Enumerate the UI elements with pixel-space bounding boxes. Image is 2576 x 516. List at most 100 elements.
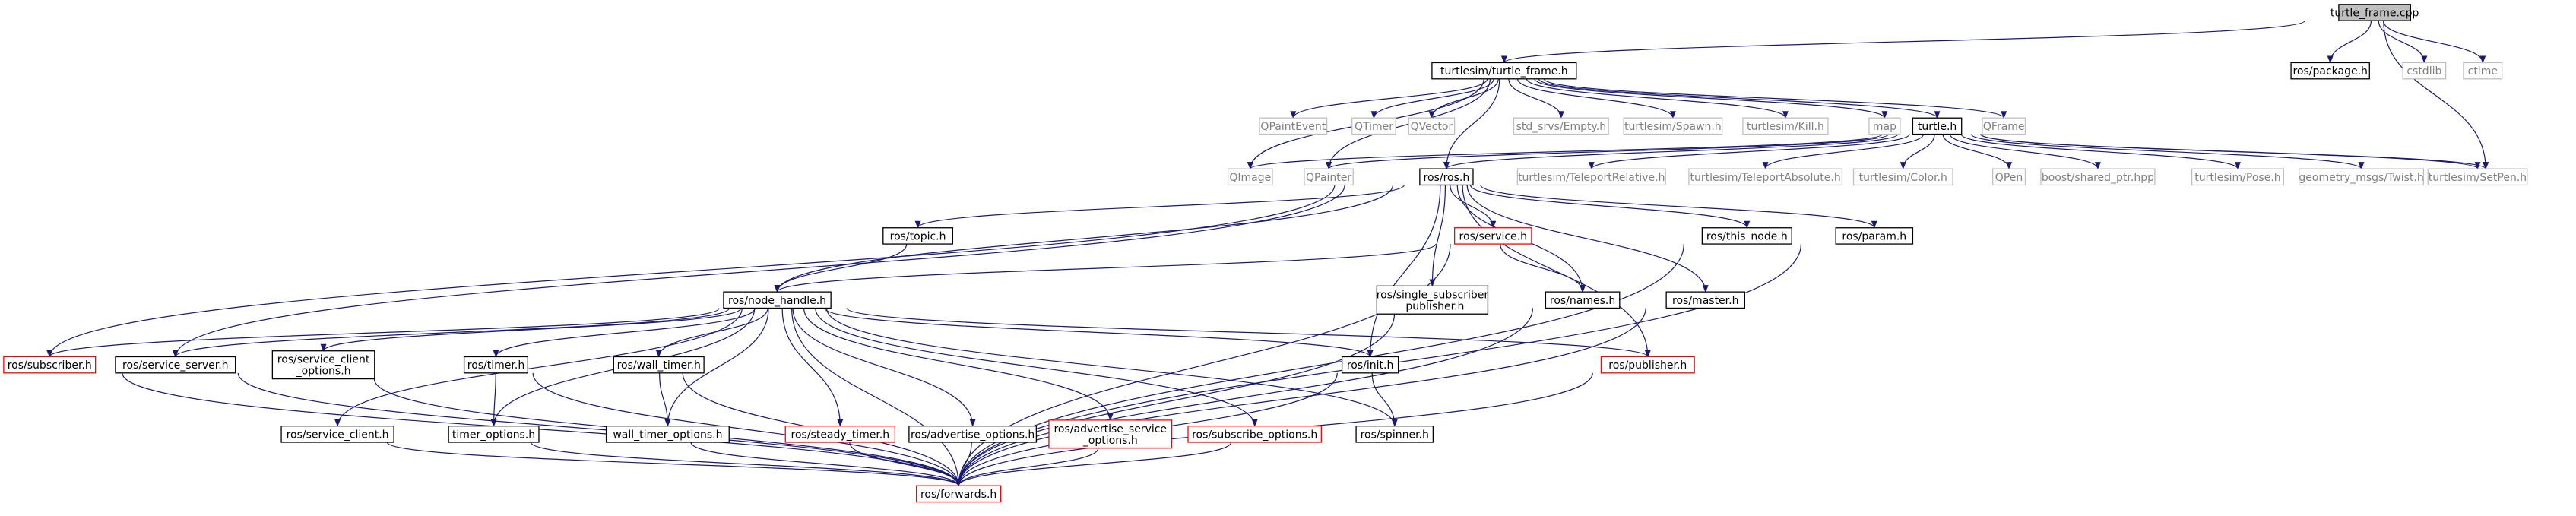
edge-turtle-frame-h-to-turtlesim-Kill-h [1526,78,1789,119]
node-label: ros/subscribe_options.h [1192,429,1317,441]
node-box [1408,117,1456,135]
node-ros-h[interactable]: ros/ros.h [1419,168,1474,186]
node-label: map [1873,121,1896,133]
node-label: turtle.h [1918,121,1957,133]
edge-timer-h-to-timer-options-h [490,372,497,427]
edge-turtle-frame-cpp-to-cstdlib [2378,21,2428,64]
node-box [605,426,730,443]
node-ros-package-h[interactable]: ros/package.h [2290,62,2370,80]
node-label: ros/node_handle.h [728,295,826,307]
node-cstdlib: cstdlib [2402,62,2447,80]
node-init-h[interactable]: ros/init.h [1341,356,1399,374]
node-box [3,356,97,374]
edge-wall-timer-h-to-wall-timer-options-h [659,372,671,427]
node-box [2402,62,2447,80]
node-QPainter: QPainter [1304,168,1354,186]
edge-ros-h-to-service-h [1450,185,1497,229]
node-label: turtlesim/SetPen.h [2429,172,2527,184]
node-turtle-frame-h[interactable]: turtlesim/turtle_frame.h [1431,62,1577,80]
node-label: ros/subscriber.h [8,359,92,372]
edge-subscriber-h-to-forwards-h [122,372,962,487]
node-label: std_srvs/Empty.h [1516,121,1607,133]
node-topic-h[interactable]: ros/topic.h [882,227,953,245]
node-box [2040,168,2156,186]
node-SetPen: turtlesim/SetPen.h [2427,168,2528,186]
edge-ros-h-to-node-handle-h [774,185,1394,293]
node-node-handle-h[interactable]: ros/node_handle.h [723,291,832,309]
node-box [1516,168,1666,186]
node-timer-h[interactable]: ros/timer.h [463,356,529,374]
node-turtle-h[interactable]: turtle.h [1912,117,1963,135]
node-box [1742,117,1829,135]
node-label: ros/param.h [1842,230,1906,242]
node-steady-timer-h[interactable]: ros/steady_timer.h [784,426,896,443]
edge-node-handle-h-to-service-client-options [320,307,742,352]
node-label: timer_options.h [452,429,535,441]
node-box [1513,117,1609,135]
node-publisher-h[interactable]: ros/publisher.h [1600,356,1695,374]
node-label: turtlesim/Kill.h [1747,121,1824,133]
edge-node-handle-h-to-timer-h [493,308,756,358]
node-label: ros/wall_timer.h [617,359,701,372]
node-service-server-h[interactable]: ros/service_server.h [115,356,236,374]
edge-turtle-frame-cpp-to-turtle-frame-h [1501,20,2306,64]
node-turtle-frame-cpp[interactable]: turtle_frame.cpp [2330,4,2419,21]
node-advertise-service-options[interactable]: ros/advertise_service_options.h [1048,419,1173,449]
node-advertise-options-h[interactable]: ros/advertise_options.h [908,426,1038,443]
node-service-h[interactable]: ros/service.h [1453,227,1532,245]
node-label: ros/spinner.h [1361,429,1429,441]
node-names-h[interactable]: ros/names.h [1545,291,1621,309]
edge-wall-timer-options-h-to-forwards-h [690,442,962,487]
edge-layer [46,20,2489,487]
node-box [1982,117,2026,135]
node-forwards-h[interactable]: ros/forwards.h [915,485,1002,503]
edge-node-handle-h-to-publisher-h [846,307,1651,358]
edge-turtle-frame-h-to-map [1534,78,1888,119]
node-label: QFrame [1983,121,2025,133]
node-box [1453,227,1532,245]
node-wall-timer-options-h[interactable]: wall_timer_options.h [605,426,730,443]
edge-advertise-service-options-to-forwards-h [955,448,1099,487]
node-box [2299,168,2425,186]
node-TeleportAbsolute: turtlesim/TeleportAbsolute.h [1688,168,1843,186]
node-label: QTimer [1355,121,1393,133]
edge-subscribe-options-h-to-forwards-h [955,442,1232,487]
node-spinner-h[interactable]: ros/spinner.h [1355,426,1434,443]
node-service-client-options[interactable]: ros/service_client_options.h [271,350,375,380]
node-master-h[interactable]: ros/master.h [1665,291,1746,309]
edge-service-client-h-to-forwards-h [386,442,962,487]
node-subscriber-h[interactable]: ros/subscriber.h [3,356,97,374]
node-label: ros/package.h [2292,65,2367,78]
node-label: ros/service.h [1459,230,1528,242]
node-label: QPaintEvent [1260,121,1326,133]
node-this-node-h[interactable]: ros/this_node.h [1701,227,1792,245]
node-label: ros/ros.h [1424,172,1470,184]
node-box [271,350,375,380]
node-box [280,426,394,443]
node-wall-timer-h[interactable]: ros/wall_timer.h [613,356,705,374]
edge-topic-h-to-node-handle-h [774,243,908,293]
edge-turtle-frame-h-to-std-srvs-Empty-h [1508,78,1564,119]
node-timer-options-h[interactable]: timer_options.h [448,426,540,443]
node-layer: turtle_frame.cpp turtlesim/turtle_frame.h… [3,4,2528,503]
node-service-client-h[interactable]: ros/service_client.h [280,426,394,443]
node-param-h[interactable]: ros/param.h [1835,227,1914,245]
node-single-sub-pub[interactable]: ros/single_subscriber_publisher.h [1377,285,1489,315]
node-subscribe-options-h[interactable]: ros/subscribe_options.h [1187,426,1322,443]
node-box [1623,117,1723,135]
node-label: _options.h [296,366,351,378]
node-map: map [1868,117,1901,135]
node-ctime: ctime [2463,62,2503,80]
node-label: turtlesim/TeleportRelative.h [1518,172,1665,184]
edge-turtle-frame-h-to-QPaintEvent [1290,78,1488,119]
node-label: ros/advertise_service [1054,423,1167,435]
node-label: turtlesim/TeleportAbsolute.h [1690,172,1841,184]
edge-ros-h-to-master-h [1466,185,1709,293]
node-label: ros/this_node.h [1706,230,1788,242]
node-label: wall_timer_options.h [613,429,722,441]
node-TeleportRelative: turtlesim/TeleportRelative.h [1516,168,1666,186]
edge-ros-h-to-subscriber-h [46,185,1336,358]
node-box [1600,356,1695,374]
node-box [1419,168,1474,186]
